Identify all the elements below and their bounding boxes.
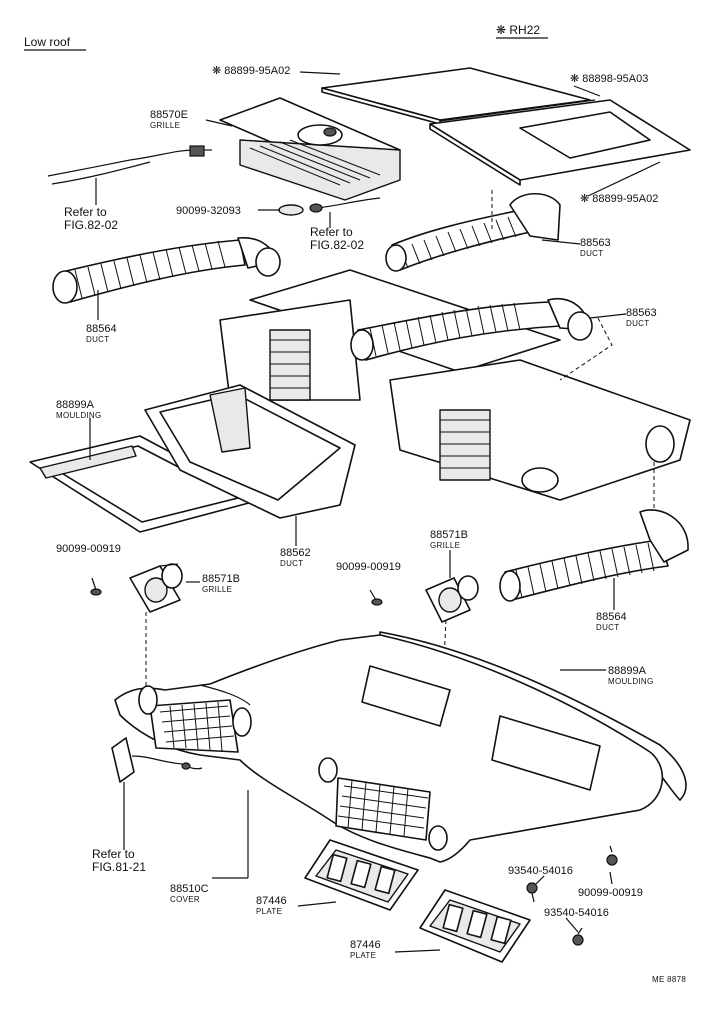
screw-90099-00919-mid [369,589,383,606]
variant-label: Low roof [24,35,71,49]
callout-grille-88571B-right-name: GRILLE [430,541,460,550]
callout-duct-88563-upper-name: DUCT [580,249,603,258]
callout-duct-88564-upper-name: DUCT [86,335,109,344]
callout-moulding-right-name: MOULDING [608,677,654,686]
grille-88570E [219,97,401,201]
callout-moulding-right-num: 88899A [608,665,647,677]
duct-88563-upper [385,193,561,272]
ref-mid-line1: Refer to [310,225,353,239]
callout-screw-left: 90099-00919 [56,543,121,555]
callout-plate-a-name: PLATE [256,907,282,916]
sheet-code: ME 8878 [652,975,686,984]
callout-duct-88564-lower-name: DUCT [596,623,619,632]
callout-grille-88571B-left-num: 88571B [202,573,240,585]
grommet [278,204,304,216]
callout-screw-b: 90099-00919 [578,887,643,899]
duct-88562 [144,384,356,519]
duct-88564-upper [52,237,281,304]
duct-88564-lower [499,509,689,602]
callout-moulding-left-name: MOULDING [56,411,102,420]
screw-93540-54016-a [526,882,538,903]
callout-pad-right: ❋ 88898-95A03 [570,73,648,85]
wire-mid [317,197,381,209]
callout-duct-88562-name: DUCT [280,559,303,568]
duct-88563-mid [350,297,593,361]
callout-grommet: 90099-32093 [176,205,241,217]
moulding-left [29,435,261,533]
ref-mid-line2: FIG.82-02 [310,238,364,252]
callout-pad-bottom: ❋ 88899-95A02 [580,193,658,205]
callout-duct-88562-num: 88562 [280,547,311,559]
callout-plate-b-num: 87446 [350,939,381,951]
wire-harness-left [47,145,212,185]
callout-moulding-left-num: 88899A [56,399,95,411]
callout-plate-b-name: PLATE [350,951,376,960]
callout-pad-top: ❋ 88899-95A02 [212,65,290,77]
model-label: ❋ RH22 [496,23,540,37]
ref-left-line2: FIG.82-02 [64,218,118,232]
plate-87446-a [304,839,419,911]
insulator-pads [321,67,691,186]
align-line-2 [559,317,613,381]
plate-87446-b [419,889,531,963]
callout-grille-88571B-left-name: GRILLE [202,585,232,594]
screw-90099-00919-right [606,845,618,866]
grille-88571B-left [129,563,183,613]
wire-terminal [309,203,323,213]
callout-plate-a-num: 87446 [256,895,287,907]
callout-duct-88563-upper-num: 88563 [580,237,611,249]
callout-cover-num: 88510C [170,883,209,895]
callout-duct-88563-mid-num: 88563 [626,307,657,319]
callout-grille-88570E-name: GRILLE [150,121,180,130]
ref-left-line1: Refer to [64,205,107,219]
callout-duct-88564-lower-num: 88564 [596,611,627,623]
grille-88571B-right [425,575,479,623]
leader-lines [89,71,661,953]
cover-88510C [114,634,664,863]
callout-grille-88570E-num: 88570E [150,109,188,121]
screw-93540-54016-b [572,927,584,946]
callout-cover-name: COVER [170,895,200,904]
ref-bottom-line2: FIG.81-21 [92,860,146,874]
switch-connector [111,737,203,783]
callout-screw-mid: 90099-00919 [336,561,401,573]
callout-grille-88571B-right-num: 88571B [430,529,468,541]
callout-duct-88564-upper-num: 88564 [86,323,117,335]
callout-duct-88563-mid-name: DUCT [626,319,649,328]
callout-screw-c: 93540-54016 [544,907,609,919]
ref-bottom-line1: Refer to [92,847,135,861]
callout-screw-a: 93540-54016 [508,865,573,877]
screw-90099-00919-left [90,577,102,596]
